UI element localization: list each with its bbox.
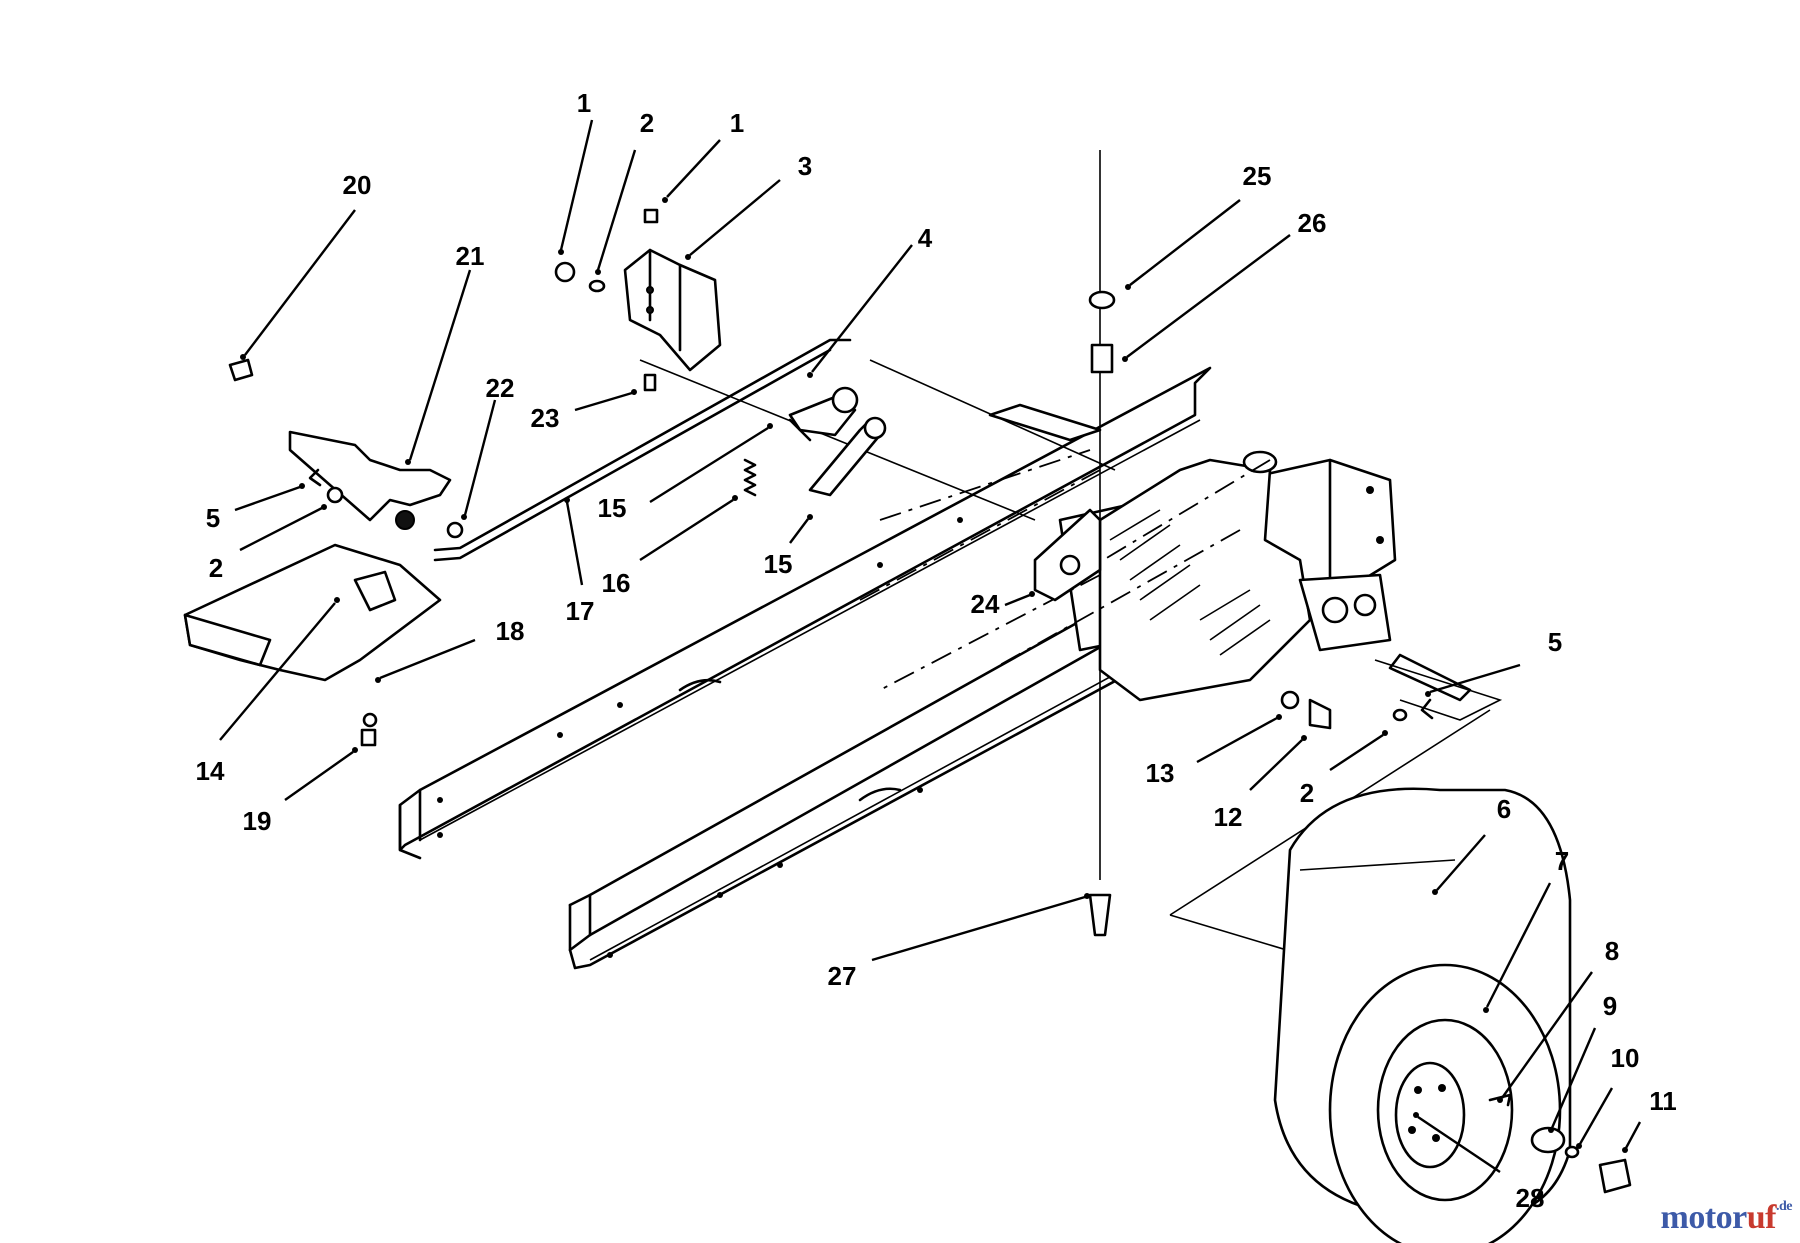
callout-7: 7 <box>1555 846 1569 876</box>
callout-27: 27 <box>828 961 857 991</box>
rear-wheel <box>1273 787 1572 1243</box>
callout-17: 17 <box>566 596 595 626</box>
callout-13: 13 <box>1146 758 1175 788</box>
callout-28: 28 <box>1516 1183 1545 1213</box>
callout-20: 20 <box>343 170 372 200</box>
callout-22: 22 <box>486 373 515 403</box>
callout-5-left: 5 <box>206 503 220 533</box>
hub-parts <box>1488 1093 1632 1194</box>
bracket <box>623 248 722 372</box>
callout-8: 8 <box>1605 936 1619 966</box>
shift-rod <box>433 338 852 562</box>
callout-5-right: 5 <box>1548 627 1562 657</box>
watermark-suffix: .de <box>1776 1199 1793 1214</box>
callout-1-right: 1 <box>730 108 744 138</box>
watermark-part1: motor <box>1660 1199 1748 1236</box>
pedal <box>288 430 452 530</box>
linkage-plate <box>1033 508 1102 602</box>
footrest-plate <box>183 543 442 682</box>
transaxle <box>1098 450 1392 702</box>
callout-1-left: 1 <box>577 88 591 118</box>
callout-3: 3 <box>798 151 812 181</box>
watermark-logo: motoruf.de <box>1660 1199 1793 1237</box>
linkage-arms <box>788 386 887 497</box>
callout-18: 18 <box>496 616 525 646</box>
callout-12: 12 <box>1214 802 1243 832</box>
fasteners <box>228 208 1434 937</box>
callout-11: 11 <box>1649 1086 1677 1116</box>
callout-24: 24 <box>971 589 1000 619</box>
callout-2-top: 2 <box>640 108 654 138</box>
watermark-part2: uf <box>1746 1199 1777 1236</box>
callout-15-left: 15 <box>598 493 627 523</box>
callout-21: 21 <box>456 241 485 271</box>
spring <box>743 458 757 497</box>
callout-2-right: 2 <box>1300 778 1314 808</box>
callout-19: 19 <box>243 806 272 836</box>
callout-10: 10 <box>1611 1043 1640 1073</box>
callouts: 1 2 1 3 20 21 22 23 4 5 2 15 16 <box>196 88 1677 1213</box>
callout-15-bottom: 15 <box>764 549 793 579</box>
callout-25: 25 <box>1243 161 1272 191</box>
callout-2-left: 2 <box>209 553 223 583</box>
callout-16: 16 <box>602 568 631 598</box>
callout-6: 6 <box>1497 794 1511 824</box>
callout-14: 14 <box>196 756 225 786</box>
callout-23: 23 <box>531 403 560 433</box>
callout-4: 4 <box>918 223 933 253</box>
callout-26: 26 <box>1298 208 1327 238</box>
callout-9: 9 <box>1603 991 1617 1021</box>
frame-rail-left <box>398 366 1212 860</box>
